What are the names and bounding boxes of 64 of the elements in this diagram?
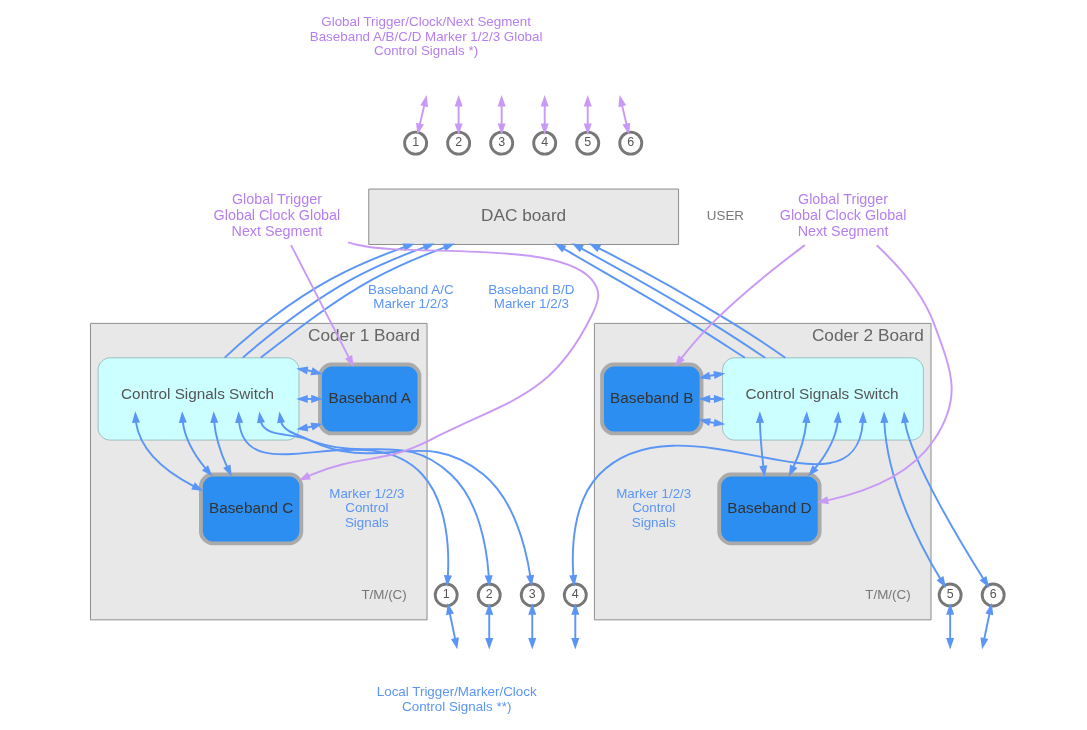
arrow	[571, 603, 580, 650]
arrow	[223, 243, 415, 359]
arrow	[528, 603, 537, 650]
label: USER	[706, 208, 745, 224]
arrow	[571, 243, 767, 359]
arrow	[178, 411, 213, 477]
arrow	[946, 603, 955, 650]
arrow	[540, 94, 549, 135]
arrow	[257, 411, 493, 587]
node-box: Baseband B	[600, 362, 704, 436]
label: T/M/(C)	[361, 586, 407, 602]
arrow	[497, 94, 506, 135]
arrow	[132, 411, 204, 491]
arrow	[880, 411, 947, 588]
arrow	[241, 243, 435, 359]
node-box: Baseband C	[199, 472, 304, 546]
node-box: Control Signals Switch	[722, 357, 924, 441]
node-circle: 4	[532, 130, 558, 156]
node-circle: 5	[937, 582, 963, 608]
arrow	[446, 603, 459, 650]
arrow	[485, 603, 494, 650]
node-circle: 6	[980, 582, 1006, 608]
node-text: Global Trigger Global Clock Global Next Segment	[779, 190, 907, 240]
node-circle: 2	[446, 130, 472, 156]
node-circle: 4	[562, 582, 588, 608]
label: Baseband A/C Marker 1/2/3	[368, 281, 454, 312]
arrow	[980, 603, 994, 650]
arrow	[901, 411, 990, 588]
label: Global Trigger/Clock/Next Segment Baseband A/B/C/D Marker 1/2/3 Global Control Signals *)	[309, 14, 543, 59]
arrow	[554, 243, 746, 359]
arrow	[298, 241, 600, 481]
arrow	[259, 243, 455, 359]
node-box: Baseband D	[717, 472, 822, 546]
arrow	[583, 94, 592, 135]
label: Local Trigger/Marker/Clock Control Signals **)	[376, 684, 537, 714]
node-box: Baseband A	[318, 362, 422, 436]
arrow	[755, 411, 768, 478]
arrow	[569, 411, 867, 587]
node-box: Control Signals Switch	[97, 357, 300, 441]
arrow	[416, 95, 428, 135]
node-circle: 3	[519, 582, 545, 608]
node-text: Global Trigger Global Clock Global Next Segment	[213, 190, 341, 240]
arrow	[454, 94, 463, 135]
arrow	[235, 411, 452, 587]
arrow	[788, 411, 811, 477]
arrow	[589, 243, 787, 359]
node-circle: 3	[489, 130, 515, 156]
arrow	[290, 244, 354, 368]
node-box: DAC board	[368, 188, 680, 245]
arrow	[807, 411, 842, 477]
node-circle: 1	[433, 582, 459, 608]
arrow	[210, 411, 232, 477]
label: Marker 1/2/3 Control Signals	[616, 486, 692, 530]
arrow	[674, 244, 806, 367]
label: Baseband B/D Marker 1/2/3	[488, 281, 575, 312]
node-circle: 5	[575, 130, 601, 156]
node-circle: 6	[618, 130, 644, 156]
arrow	[816, 244, 953, 505]
label: T/M/(C)	[865, 586, 911, 602]
arrow	[277, 411, 535, 587]
arrow	[618, 95, 631, 135]
node-circle: 2	[476, 582, 502, 608]
node-circle: 1	[403, 130, 429, 156]
label: Marker 1/2/3 Control Signals	[329, 486, 405, 530]
